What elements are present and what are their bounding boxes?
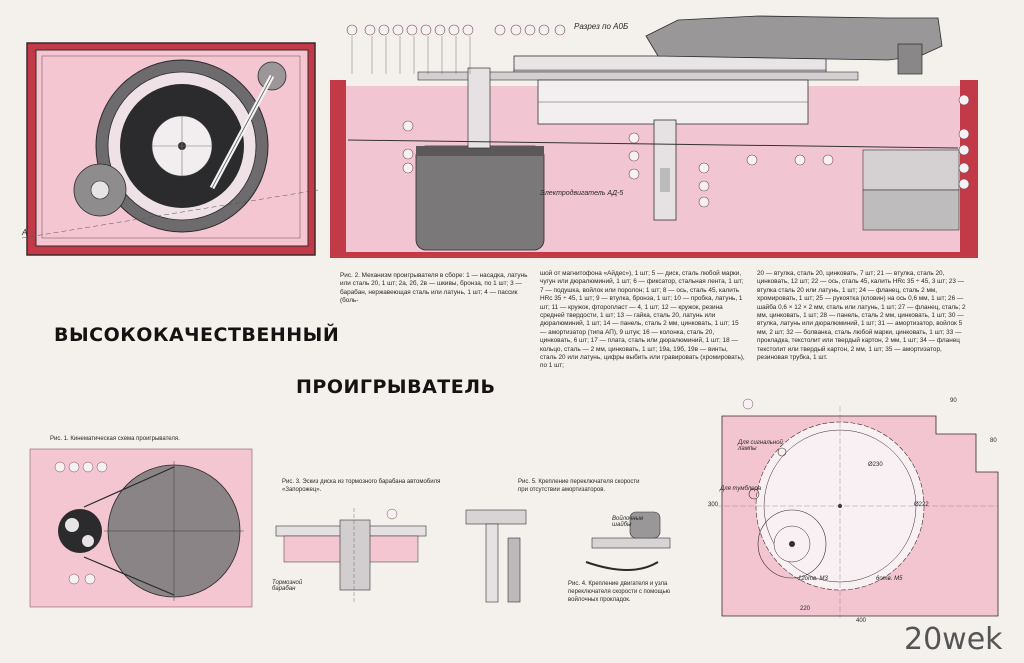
fig-turntable-plan: А (21, 38, 319, 260)
fig-panel-plan: Для сигнальной лампы Для тумблера Ø230 Ø… (708, 398, 1008, 628)
dim-220: 220 (800, 606, 811, 612)
dim-90: 90 (950, 398, 957, 404)
fig-motor-mount: Войлочные шайбы (462, 508, 672, 608)
motor-mount-drawing (465, 509, 671, 603)
brake-disc-drawing (275, 508, 427, 602)
article-title-line2: ПРОИГРЫВАТЕЛЬ (296, 376, 496, 398)
panel-plan-drawing (708, 398, 999, 618)
section-marker-a: А (22, 228, 28, 237)
dim-80: 80 (990, 438, 997, 444)
turntable-plan-drawing (21, 42, 319, 256)
dim-d230: Ø230 (868, 462, 883, 468)
dim-300: 300 (708, 502, 719, 508)
fig1-caption: Рис. 1. Кинематическая схема проигрывате… (50, 436, 180, 442)
dim-d222: Ø222 (914, 502, 929, 508)
dim-400: 400 (856, 618, 867, 624)
fig-brake-disc: Тормозной барабан (270, 502, 436, 606)
fig2-caption-col2: шой от магнитофона «Айдес»), 1 шт; 5 — д… (540, 270, 747, 370)
drum-label: Тормозной барабан (272, 580, 303, 592)
section-title: Разрез по А0Б (574, 22, 629, 31)
fig4-caption: Рис. 4. Крепление двигателя и узла перек… (568, 581, 671, 603)
fig2-caption-col1: Рис. 2. Механизм проигрывателя в сборе: … (340, 272, 530, 305)
signal-lamp-label: Для сигнальной лампы (738, 440, 783, 452)
motor-label: Электродвигатель АД-5 (540, 190, 624, 197)
watermark: 20wek (904, 622, 1003, 657)
toggle-label: Для тумблера (720, 486, 762, 492)
cross-section-drawing (330, 15, 978, 258)
fig2-caption-col3: 20 — втулка, сталь 20, цинковать, 7 шт; … (757, 270, 968, 362)
fig5-caption: Рис. 5. Крепление переключателя скорости… (518, 479, 640, 493)
fig3-caption: Рис. 3. Эскиз диска из тормозного бараба… (282, 479, 441, 493)
fig-cross-section: Разрез по А0Б Электродвигатель АД-5 (328, 8, 980, 262)
kinematic-drawing (29, 448, 253, 608)
holes-m5: 6отв. М5 (876, 576, 903, 582)
fig-kinematic-scheme (29, 448, 253, 608)
felt-washers-label: Войлочные шайбы (612, 516, 644, 528)
article-title-line1: ВЫСОКОКАЧЕСТВЕННЫЙ (54, 324, 340, 346)
holes-m3: 12отв. М3 (798, 576, 828, 582)
